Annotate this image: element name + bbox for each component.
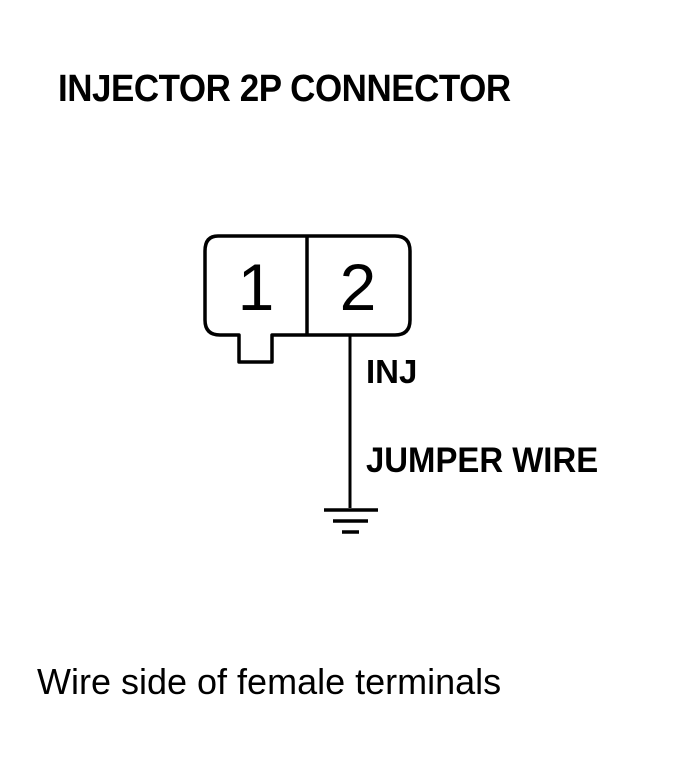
inj-wire-label: INJ [366, 353, 418, 390]
pin-2-label: 2 [340, 250, 377, 324]
diagram-title: INJECTOR 2P CONNECTOR [58, 68, 511, 110]
jumper-wire-label: JUMPER WIRE [366, 441, 599, 480]
pin-1-label: 1 [238, 250, 275, 324]
diagram-caption: Wire side of female terminals [37, 661, 502, 702]
connector-body [203, 234, 412, 364]
ground-symbol-icon [324, 508, 378, 534]
